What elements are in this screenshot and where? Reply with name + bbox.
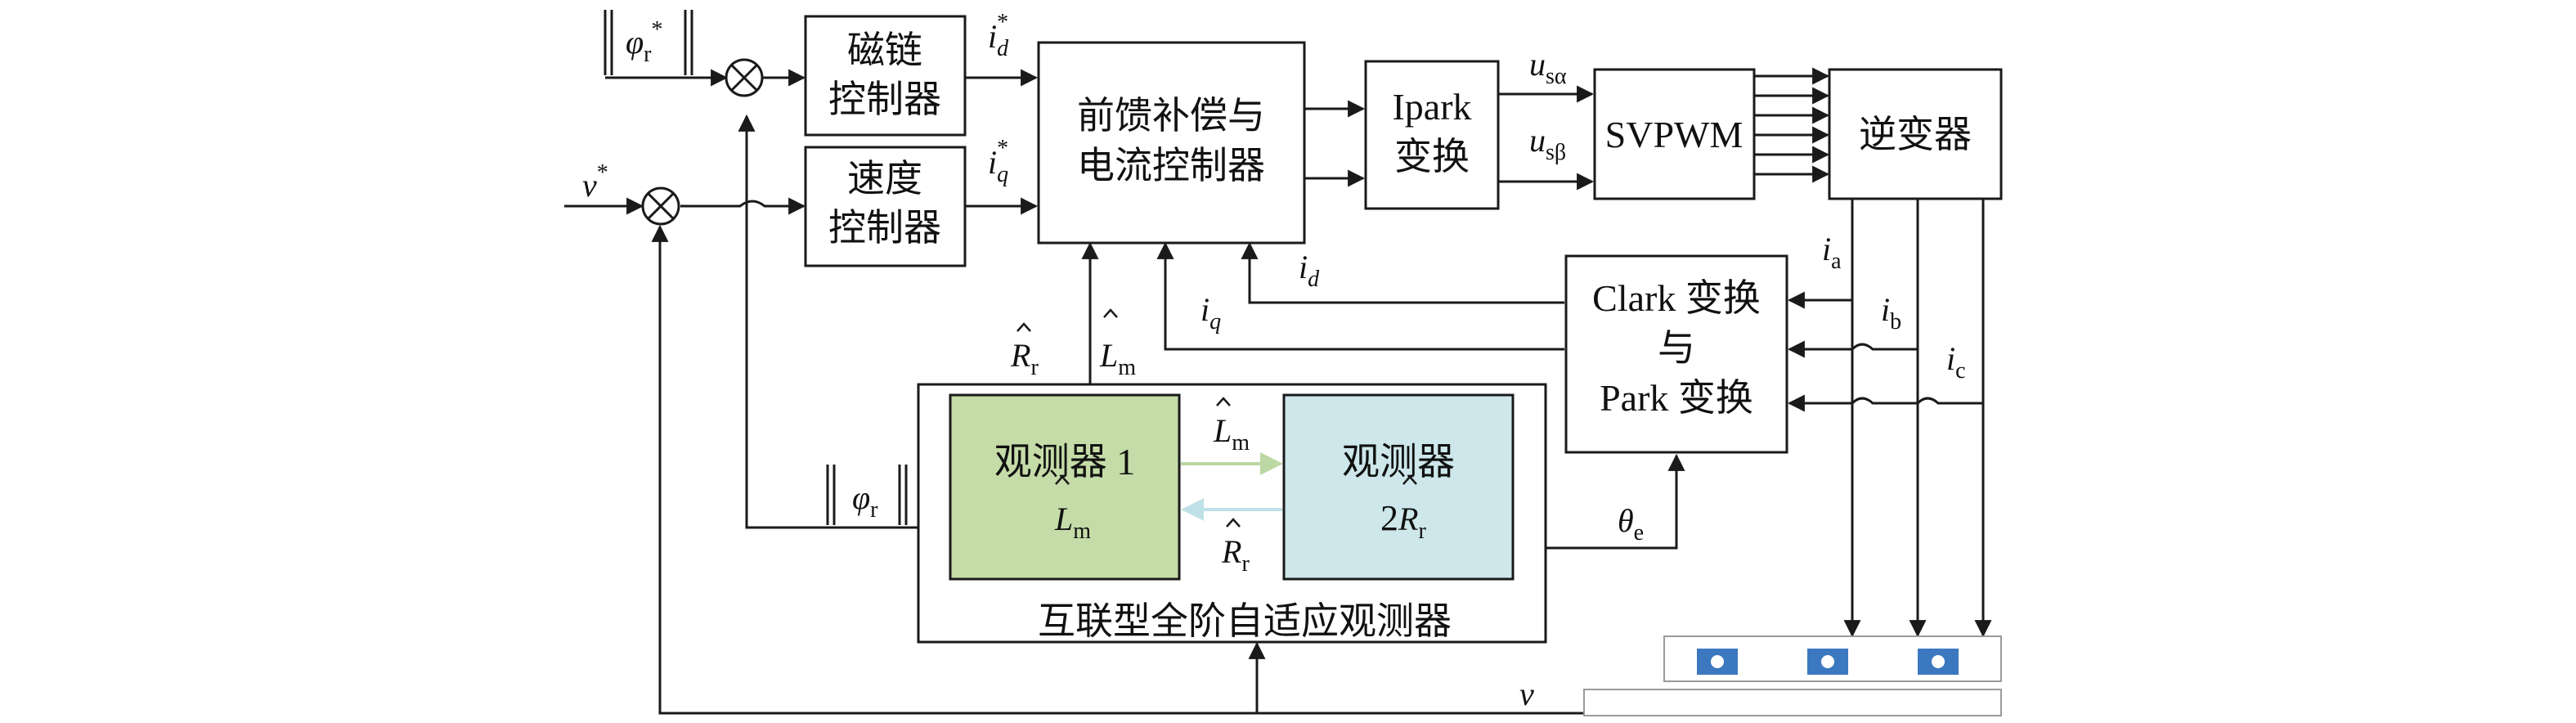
- observer2-title: 观测器: [1342, 441, 1455, 483]
- ic-label: ic: [1946, 340, 1966, 384]
- svpwm-label: SVPWM: [1605, 114, 1744, 155]
- id-feedback-label: id: [1299, 249, 1320, 292]
- us-beta-label: usβ: [1529, 122, 1566, 165]
- theta-e-label: θe: [1618, 502, 1644, 546]
- ia-label: ia: [1822, 231, 1842, 274]
- ipark-line1: Ipark: [1392, 86, 1471, 128]
- iq-feedback-label: iq: [1200, 291, 1221, 335]
- iq-ref-label: iq*: [988, 136, 1008, 187]
- phi-mag-label: φr: [852, 479, 878, 523]
- clark-park-line1: Clark 变换: [1592, 277, 1761, 319]
- rr-hat-label: Rr: [1010, 337, 1039, 380]
- speed-controller-block: [804, 146, 967, 267]
- us-alpha-label: usα: [1529, 46, 1567, 89]
- clark-park-line3: Park 变换: [1600, 377, 1753, 419]
- observer1-symbol: Lm: [1054, 501, 1091, 544]
- observer1-title: 观测器 1: [994, 441, 1136, 483]
- base-rail: [1583, 689, 2002, 716]
- speed-controller-line1: 速度: [847, 158, 922, 200]
- motor-coil: [1807, 649, 1848, 675]
- flux-controller-line2: 控制器: [828, 79, 941, 120]
- v-ref-label: v*: [582, 160, 608, 204]
- phi-ref-label: φr*: [626, 17, 662, 67]
- svpwm-block: [1593, 68, 1756, 200]
- motor-coil: [1918, 649, 1959, 675]
- sum-junction-flux: [725, 58, 764, 97]
- flux-controller-line1: 磁链: [847, 29, 922, 71]
- v-feedback-label: v: [1519, 676, 1534, 712]
- ib-label: ib: [1881, 291, 1901, 335]
- sum-junction-speed: [641, 186, 680, 226]
- current-controller-line1: 前馈补偿与: [1077, 95, 1265, 137]
- rr-link-label: Rr: [1221, 533, 1250, 577]
- observer1-block: [949, 393, 1181, 581]
- ipark-block: [1364, 60, 1500, 210]
- clark-park-block: [1564, 254, 1788, 454]
- observer2-symbol: 2Rr: [1380, 498, 1426, 544]
- inverter-label: 逆变器: [1859, 114, 1972, 155]
- ipark-line2: 变换: [1394, 136, 1470, 177]
- observer2-block: [1282, 393, 1515, 581]
- clark-park-line2: 与: [1658, 327, 1695, 369]
- speed-controller-line2: 控制器: [828, 207, 941, 249]
- current-controller-block: [1037, 41, 1306, 245]
- current-controller-line2: 电流控制器: [1077, 145, 1265, 186]
- inverter-block: [1828, 68, 2003, 200]
- motor-coil: [1697, 649, 1738, 675]
- lm-link-label: Lm: [1213, 412, 1250, 456]
- flux-controller-block: [804, 15, 967, 137]
- id-ref-label: id*: [988, 10, 1009, 61]
- lm-hat-label: Lm: [1099, 337, 1136, 380]
- observer-outer-label: 互联型全阶自适应观测器: [1038, 600, 1452, 642]
